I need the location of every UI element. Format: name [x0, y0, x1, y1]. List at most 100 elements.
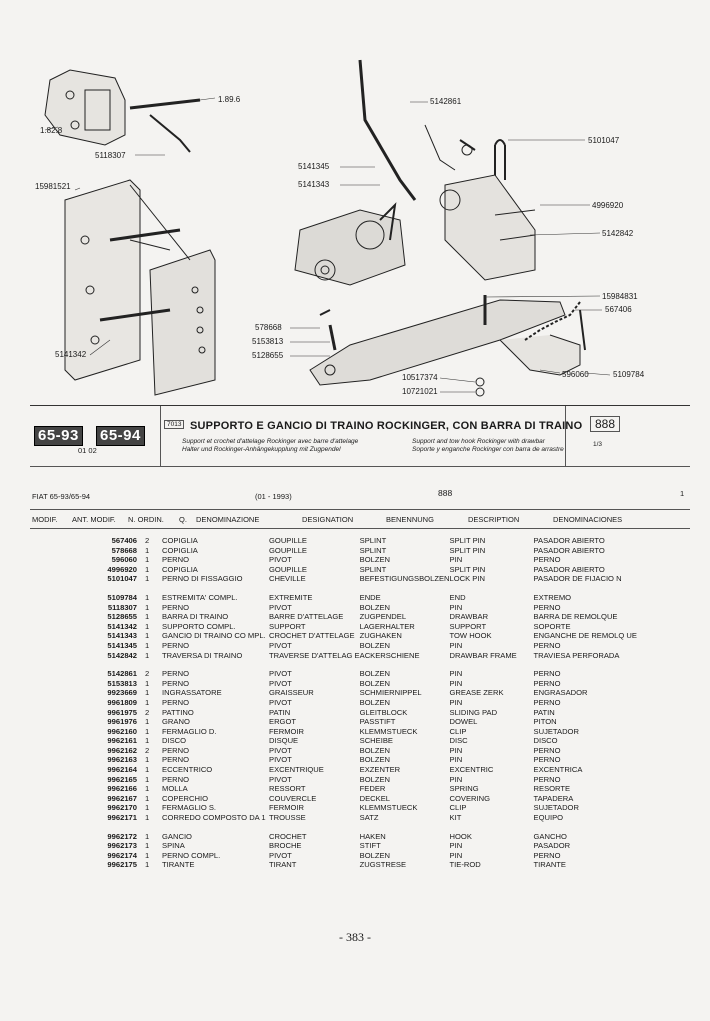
part-qty: 1 [145, 726, 150, 736]
part-fr: PATIN [269, 707, 291, 717]
part-it: PERNO [162, 678, 190, 688]
part-code: 5142842 [107, 650, 137, 660]
part-it: PERNO [162, 697, 190, 707]
part-code: 9961809 [107, 697, 137, 707]
part-it: PERNO [162, 669, 190, 679]
part-code: 9923669 [107, 688, 137, 698]
part-de: BOLZEN [359, 640, 391, 650]
part-es: BARRA DE REMOLQUE [533, 612, 618, 622]
part-de: SCHMIERNIPPEL [359, 688, 422, 698]
column-header: DENOMINACIONES [553, 515, 623, 524]
part-it: ESTREMITA' COMPL. [162, 592, 238, 602]
part-it: COPERCHIO [162, 793, 208, 803]
part-it: ECCENTRICO [162, 765, 213, 775]
parts-drawing [44, 59, 611, 397]
part-en: COVERING [449, 793, 491, 803]
part-fr: COUVERCLE [269, 793, 317, 803]
ref-code: 7013 [164, 420, 185, 429]
part-code: 5128655 [107, 612, 137, 622]
part-en: DISC [449, 736, 468, 746]
part-en: PIN [449, 697, 463, 707]
part-es: PASADOR DE FIJACIO N [533, 574, 622, 584]
part-en: DOWEL [449, 717, 478, 727]
part-es: PASADOR ABIERTO [533, 564, 605, 574]
part-code: 9961976 [107, 717, 137, 727]
part-de: HAKEN [359, 831, 386, 841]
part-qty: 1 [145, 555, 150, 565]
part-qty: 1 [145, 640, 150, 650]
part-code: 9961975 [107, 707, 137, 717]
part-fr: TIRANT [269, 860, 297, 870]
part-it: PERNO [162, 745, 190, 755]
part-it: PERNO [162, 774, 190, 784]
part-en: SPLIT PIN [449, 564, 486, 574]
group-number: 888 [590, 416, 621, 432]
part-qty: 2 [145, 536, 150, 545]
part-code: 596060 [111, 555, 137, 565]
part-it: SUPPORTO COMPL. [162, 621, 236, 631]
part-qty: 1 [145, 631, 150, 641]
part-it: TRAVERSA DI TRAINO [162, 650, 243, 660]
part-de: SATZ [359, 813, 379, 823]
part-en: PIN [449, 850, 463, 860]
part-qty: 1 [145, 545, 150, 555]
part-de: ZUGSTRESE [359, 860, 407, 870]
part-en: PIN [449, 669, 463, 679]
callout-label: 5141343 [298, 180, 330, 189]
part-es: PERNO [533, 555, 561, 565]
part-qty: 1 [145, 755, 150, 765]
part-es: PERNO [533, 602, 561, 612]
part-fr: PIVOT [269, 602, 292, 612]
part-fr: FERMOIR [269, 726, 305, 736]
part-it: PERNO [162, 555, 190, 565]
part-en: PIN [449, 745, 463, 755]
part-code: 5142861 [107, 669, 137, 679]
subtitle-en: Support and tow hook Rockinger with draw… [412, 438, 545, 445]
part-es: GANCHO [533, 831, 567, 841]
callout-label: 5153813 [252, 337, 284, 346]
part-de: SPLINT [359, 545, 387, 555]
column-header: N. ORDIN. [128, 515, 164, 524]
part-qty: 1 [145, 602, 150, 612]
part-de: BOLZEN [359, 755, 391, 765]
part-code: 9962166 [107, 784, 137, 794]
column-header: Q. [179, 515, 187, 524]
part-it: DISCO [162, 736, 187, 746]
part-it: FERMAGLIO S. [162, 803, 217, 813]
callout-label: 15984831 [602, 292, 638, 301]
part-code: 9962160 [107, 726, 137, 736]
part-qty: 1 [145, 736, 150, 746]
divider [160, 406, 161, 466]
part-en: CLIP [449, 803, 467, 813]
part-es: SOPORTE [533, 621, 571, 631]
part-qty: 1 [145, 841, 150, 851]
part-code: 5153813 [107, 678, 137, 688]
column-header: MODIF. [32, 515, 58, 524]
part-qty: 1 [145, 774, 150, 784]
part-code: 9962167 [107, 793, 137, 803]
section-header: 65-93 65-94 01 02 7013 SUPPORTO E GANCIO… [30, 405, 690, 467]
part-it: PERNO [162, 755, 190, 765]
divider [565, 406, 566, 466]
part-qty: 2 [145, 745, 150, 755]
part-es: EXCENTRICA [533, 765, 583, 775]
part-de: BOLZEN [359, 555, 391, 565]
part-qty: 1 [145, 574, 150, 584]
part-es: TAPADERA [533, 793, 574, 803]
part-de: STIFT [359, 841, 381, 851]
part-code: 5109784 [107, 592, 137, 602]
callout-label: 5118307 [95, 151, 126, 160]
part-it: BARRA DI TRAINO [162, 612, 229, 622]
part-de: BEFESTIGUNGSBOLZEN [359, 574, 450, 584]
part-de: FEDER [359, 784, 386, 794]
part-es: PASADOR ABIERTO [533, 545, 605, 555]
part-es: PERNO [533, 640, 561, 650]
